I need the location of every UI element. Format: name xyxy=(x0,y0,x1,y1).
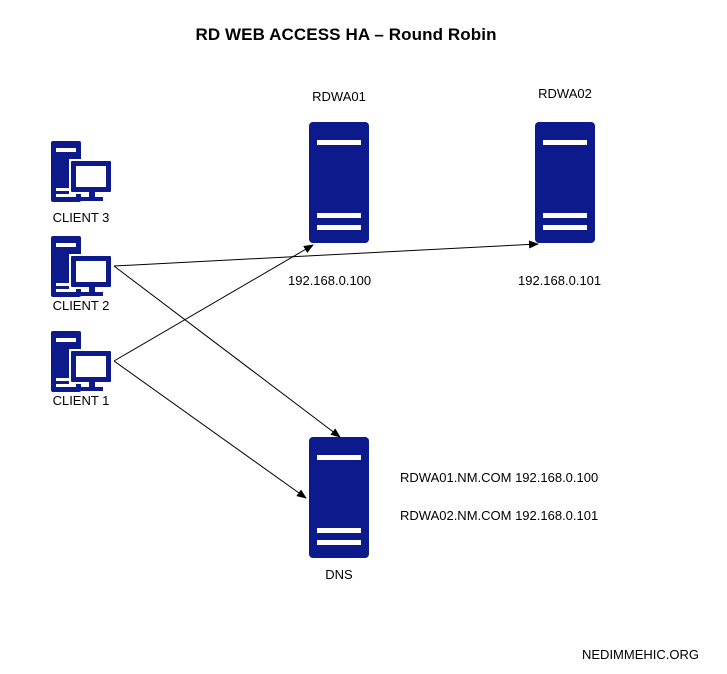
dns-record: RDWA01.NM.COM 192.168.0.100 xyxy=(400,470,599,485)
client-3-label: CLIENT 3 xyxy=(52,210,110,225)
dns-name-label: DNS xyxy=(325,567,353,582)
arrow-client1-to-dns xyxy=(113,360,307,499)
dns-record: RDWA02.NM.COM 192.168.0.101 xyxy=(400,508,599,523)
client-workstation-icon xyxy=(51,141,113,202)
arrow-client2-to-rdwa02 xyxy=(113,240,539,267)
client-workstation-icon xyxy=(51,331,113,392)
client-workstation-icon xyxy=(51,236,113,297)
diagram-title: RD WEB ACCESS HA – Round Robin xyxy=(195,25,497,44)
client-2-label: CLIENT 2 xyxy=(52,298,110,313)
rdwa01-name-label: RDWA01 xyxy=(312,89,366,104)
arrow-client2-to-dns xyxy=(113,265,341,438)
rdwa01-ip-label: 192.168.0.100 xyxy=(288,273,372,288)
arrow-client1-to-rdwa01 xyxy=(113,244,314,362)
client-1-label: CLIENT 1 xyxy=(52,393,110,408)
server-icon xyxy=(309,437,369,558)
server-icon xyxy=(535,122,595,243)
rdwa02-ip-label: 192.168.0.101 xyxy=(518,273,602,288)
footer-watermark: NEDIMMEHIC.ORG xyxy=(582,647,699,662)
server-icon xyxy=(309,122,369,243)
rdwa02-name-label: RDWA02 xyxy=(538,86,592,101)
